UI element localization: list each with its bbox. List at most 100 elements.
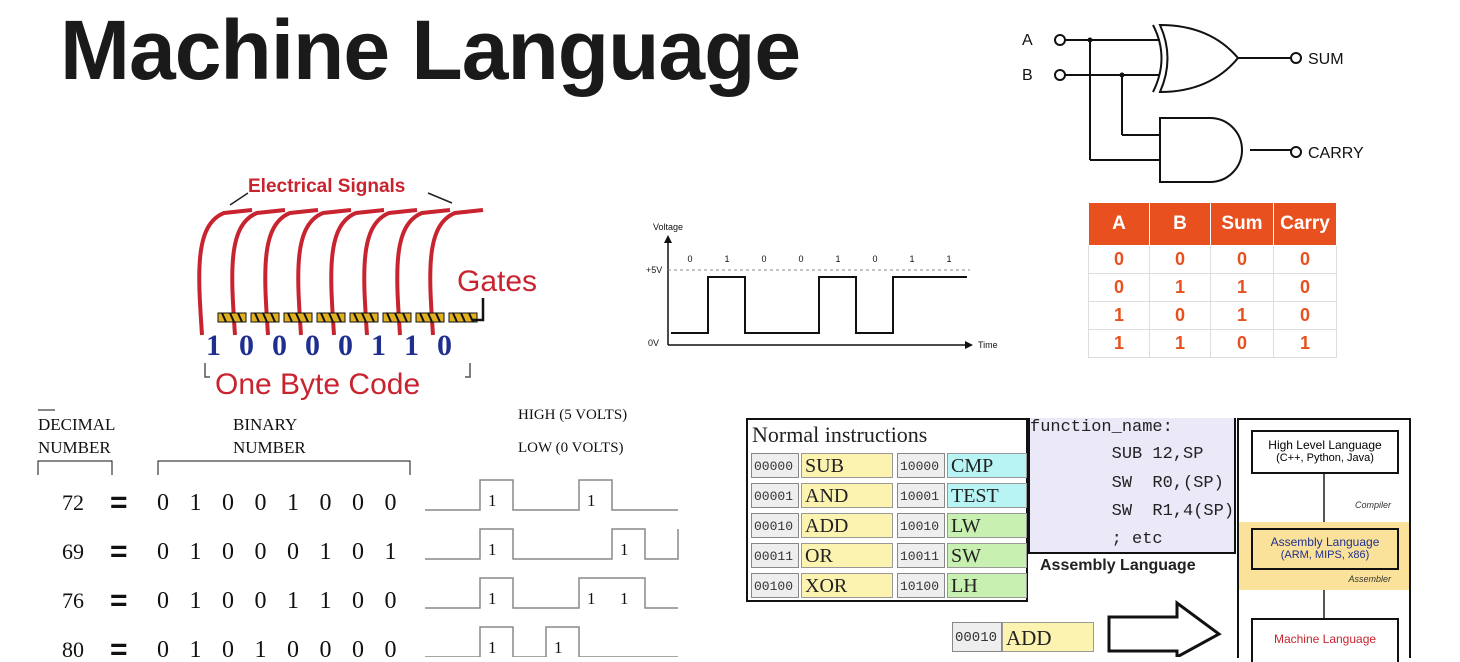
opcode-name: OR [801, 543, 893, 568]
and-gate [1159, 117, 1243, 183]
truth-cell: 0 [1273, 301, 1337, 330]
gate-block [415, 312, 445, 323]
equals-sign: = [110, 535, 128, 568]
binary-bit: 1 [320, 539, 332, 565]
gate-block [316, 312, 346, 323]
decimal-header: NUMBER [38, 438, 111, 457]
truth-cell: 0 [1210, 329, 1274, 358]
binary-bit: 0 [385, 588, 397, 614]
equals-sign: = [110, 633, 128, 657]
opcode-name: CMP [947, 453, 1027, 478]
binary-bit: 0 [320, 637, 332, 657]
truth-cell: 1 [1149, 273, 1211, 302]
byte-bit: 0 [272, 329, 287, 362]
table-row: 0 0 0 0 [1088, 245, 1337, 274]
opcode-name: SW [947, 543, 1027, 568]
arrow-right-icon [1107, 600, 1222, 657]
assembly-caption: Assembly Language [1040, 557, 1196, 574]
opcode-code: 10011 [897, 543, 945, 568]
truth-header: Carry [1273, 202, 1337, 246]
voltage-bit: 0 [799, 254, 804, 264]
opcode-code: 00011 [751, 543, 799, 568]
assembly-code-box: function_name: SUB 12,SP SW R0,(SP) SW R… [1028, 418, 1236, 554]
binary-bit: 0 [385, 490, 397, 516]
circuit-wires [1065, 39, 1292, 161]
electrical-signals-label: Electrical Signals [248, 176, 405, 197]
voltage-bit: 1 [947, 254, 952, 264]
pulse-train [425, 479, 678, 511]
binary-bit: 1 [190, 588, 202, 614]
high-level-box: High Level Language (C++, Python, Java) [1251, 430, 1399, 474]
opcode-name: LH [947, 573, 1027, 598]
truth-header: B [1149, 202, 1211, 246]
pulse-bit: 1 [488, 638, 497, 657]
binary-bit: 0 [352, 539, 364, 565]
byte-bit: 1 [404, 329, 419, 362]
binary-bit: 1 [190, 490, 202, 516]
truth-cell: 1 [1210, 273, 1274, 302]
pulse-train [425, 528, 679, 560]
binary-bit: 1 [190, 539, 202, 565]
pulse-bit: 1 [488, 491, 497, 510]
decimal-value: 76 [62, 588, 84, 613]
binary-bit: 0 [157, 539, 169, 565]
byte-bit: 1 [206, 329, 221, 362]
pulse-bit: 1 [620, 540, 629, 559]
assembler-label: Assembler [1348, 574, 1391, 584]
truth-cell: 1 [1088, 329, 1150, 358]
decimal-value: 69 [62, 539, 84, 564]
high-voltage-label: HIGH (5 VOLTS) [518, 407, 627, 423]
high-level-sub: (C++, Python, Java) [1276, 452, 1374, 464]
truth-table: A B Sum Carry 0 0 0 0 0 1 1 0 1 0 1 0 1 … [1088, 202, 1337, 358]
code-line: SW R0,(SP) [1030, 474, 1224, 493]
truth-cell: 1 [1088, 301, 1150, 330]
opcode-name: LW [947, 513, 1027, 538]
binary-bit: 1 [255, 637, 267, 657]
binary-bit: 1 [320, 588, 332, 614]
pulse-bit: 1 [587, 491, 596, 510]
byte-bit: 0 [239, 329, 254, 362]
opcode-name: AND [801, 483, 893, 508]
binary-bit: 0 [157, 490, 169, 516]
truth-cell: 1 [1210, 301, 1274, 330]
binary-bit: 1 [190, 637, 202, 657]
truth-cell: 0 [1273, 245, 1337, 274]
xor-gate-back [1152, 24, 1163, 93]
xor-gate [1158, 23, 1240, 94]
language-hierarchy: High Level Language (C++, Python, Java) … [1237, 418, 1411, 662]
pulse-bit: 1 [620, 589, 629, 608]
carry-label: CARRY [1308, 145, 1364, 162]
instruction-table-title: Normal instructions [752, 422, 928, 447]
binary-bit: 0 [352, 490, 364, 516]
decimal-value: 80 [62, 637, 84, 657]
gate-block [250, 312, 280, 323]
gate-blocks [217, 312, 478, 323]
binary-bit: 0 [157, 637, 169, 657]
binary-bit: 0 [352, 637, 364, 657]
binary-bit: 0 [255, 588, 267, 614]
selected-code: 00010 [952, 622, 1002, 652]
time-axis-label: Time [978, 340, 998, 350]
y-high-label: +5V [646, 265, 662, 275]
truth-table-header: A B Sum Carry [1088, 202, 1337, 246]
pulse-bit: 1 [488, 540, 497, 559]
input-a-label: A [1022, 32, 1033, 49]
half-adder-circuit: A B SUM CARRY [1022, 23, 1364, 183]
truth-cell: 0 [1273, 273, 1337, 302]
binary-bit: 0 [222, 637, 234, 657]
code-line: SW R1,4(SP) [1030, 502, 1235, 521]
binary-bit: 0 [157, 588, 169, 614]
binary-bit: 0 [320, 490, 332, 516]
opcode-name: TEST [947, 483, 1027, 508]
truth-header: A [1088, 202, 1150, 246]
voltage-bit: 1 [725, 254, 730, 264]
opcode-code: 10010 [897, 513, 945, 538]
voltage-bit: 0 [873, 254, 878, 264]
one-byte-code-label: One Byte Code [215, 368, 420, 401]
